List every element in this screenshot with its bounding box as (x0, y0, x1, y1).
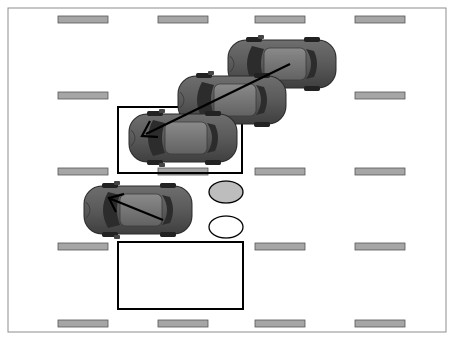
lane-marker (254, 242, 306, 251)
lane-marker (254, 167, 306, 176)
lane-marker (354, 15, 406, 24)
lane-marker (57, 15, 109, 24)
lane-marker (354, 319, 406, 328)
lane-marker (57, 242, 109, 251)
lane-marker (254, 15, 306, 24)
lane-marker (157, 167, 209, 176)
lane-marker (57, 167, 109, 176)
lane-markers (57, 15, 406, 328)
lane-marker (157, 319, 209, 328)
empty-parking-slot (117, 241, 244, 310)
lane-marker (354, 167, 406, 176)
indicator-filled (208, 180, 244, 204)
indicator-empty (208, 215, 244, 239)
lane-marker (57, 91, 109, 100)
lane-marker (254, 319, 306, 328)
lane-marker (57, 319, 109, 328)
parking-path-arrow (140, 63, 291, 139)
lane-marker (354, 91, 406, 100)
lane-marker (354, 242, 406, 251)
car-ghost-end (128, 108, 238, 168)
reverse-direction-arrow (107, 192, 164, 222)
lane-marker (157, 15, 209, 24)
